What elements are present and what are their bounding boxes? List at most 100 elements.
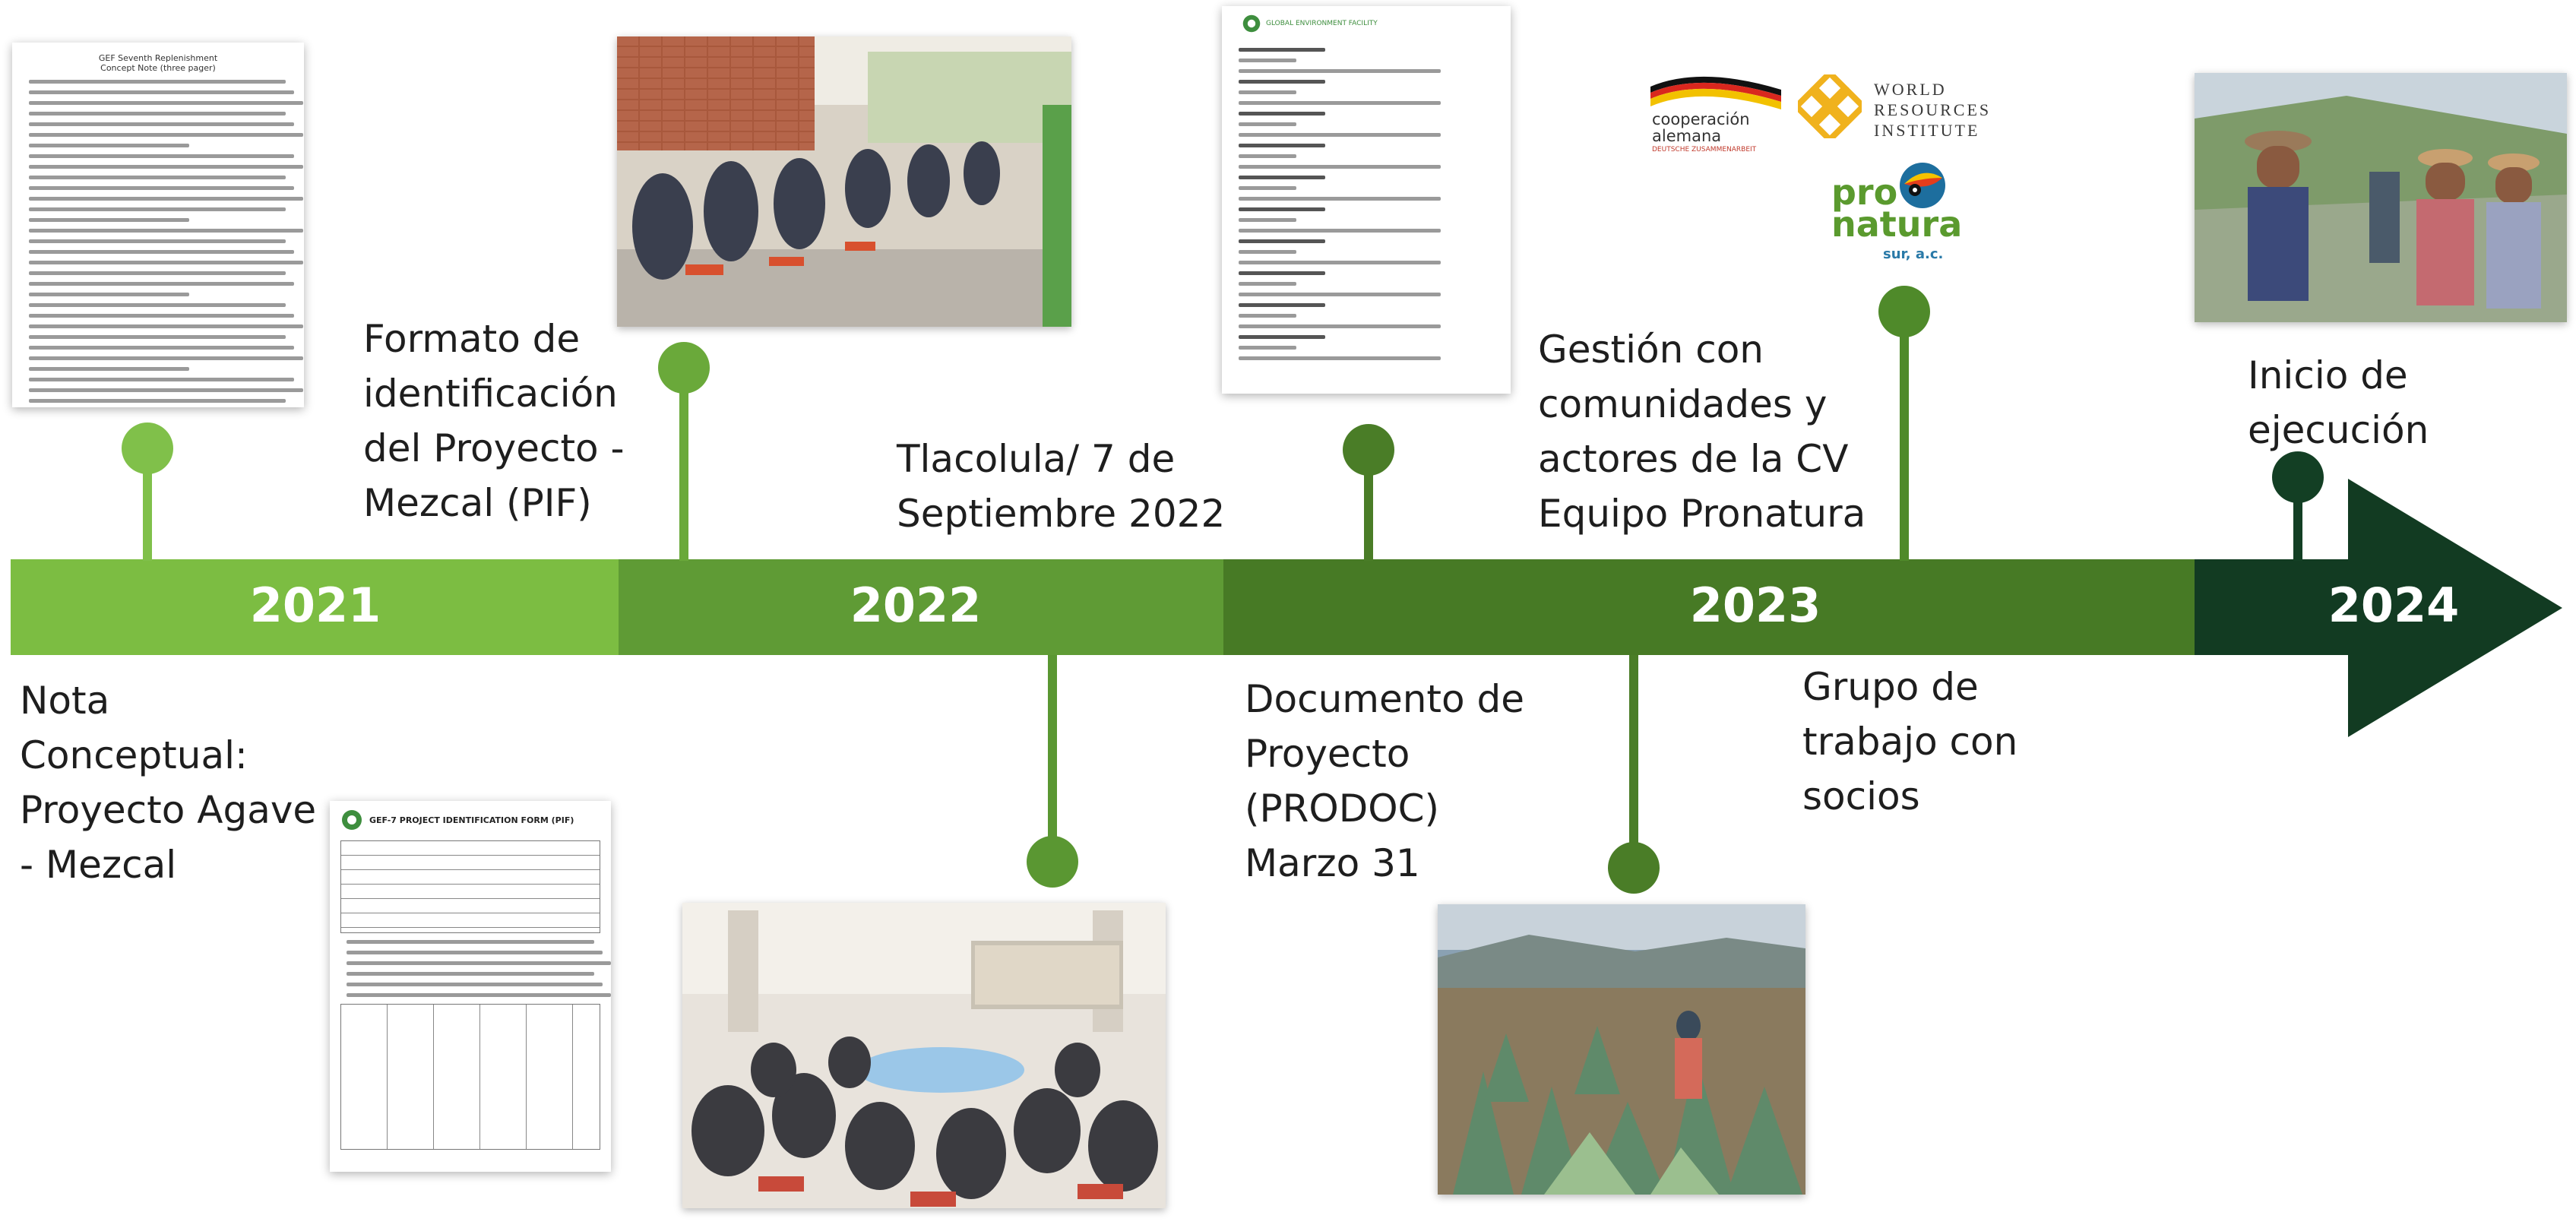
milestone-prodoc-line: (PRODOC)	[1245, 786, 1440, 831]
document-text-line	[347, 940, 594, 944]
document-text-line	[1239, 303, 1325, 307]
document-text-line	[29, 356, 303, 360]
german-flag-ribbon-icon	[1650, 76, 1781, 109]
concept-note-title: GEF Seventh Replenishment	[98, 53, 218, 63]
concept-note-thumbnail: GEF Seventh Replenishment Concept Note (…	[12, 43, 304, 407]
milestone-gestion-line: Gestión con	[1538, 328, 1764, 372]
gef-logo-icon	[1242, 14, 1261, 33]
document-text-line	[29, 324, 303, 328]
document-text-line	[347, 983, 603, 986]
document-text-line	[1239, 229, 1441, 233]
document-text-line	[347, 961, 611, 965]
document-text-line	[29, 197, 303, 201]
document-text-line	[29, 186, 295, 190]
document-text-line	[1239, 186, 1296, 190]
document-text-line	[1239, 133, 1441, 137]
document-text-line	[29, 261, 303, 264]
document-text-line	[1239, 176, 1325, 179]
pif-form-text-lines	[330, 940, 611, 997]
pif-form-table	[340, 840, 600, 933]
document-text-line	[1239, 346, 1296, 350]
document-text-line	[29, 154, 295, 158]
document-text-line	[1239, 48, 1325, 52]
prodoc-text-lines	[1222, 48, 1511, 360]
year-label-2022: 2022	[850, 578, 982, 633]
milestone-stem-tlacolula	[1048, 655, 1057, 862]
milestone-stem-grupo	[1900, 312, 1909, 561]
milestone-label-inicio: Inicio de ejecución	[2248, 348, 2429, 457]
pif-form-title: GEF-7 PROJECT IDENTIFICATION FORM (PIF)	[369, 815, 574, 825]
document-text-line	[29, 367, 190, 371]
document-text-line	[29, 335, 286, 339]
document-text-line	[347, 993, 611, 997]
document-text-line	[29, 229, 303, 233]
milestone-dot-inicio	[2272, 451, 2324, 503]
milestone-stem-prodoc	[1364, 453, 1373, 561]
milestone-tlacolula-line: Septiembre 2022	[897, 492, 1226, 536]
wri-logo: WORLD RESOURCES INSTITUTE	[1792, 68, 1995, 144]
cooperacion-alemana-logo: cooperación alemana DEUTSCHE ZUSAMMENARB…	[1647, 70, 1784, 154]
milestone-dot-nota	[122, 423, 173, 474]
document-text-line	[29, 122, 295, 126]
milestone-gestion-line: comunidades y	[1538, 382, 1828, 426]
milestone-grupo-line: trabajo con	[1802, 720, 2018, 764]
document-text-line	[29, 293, 190, 296]
milestone-nota-line: Nota	[20, 679, 110, 723]
document-text-line	[1239, 90, 1296, 94]
document-text-line	[347, 972, 594, 976]
wri-lattice-icon	[1792, 68, 1868, 144]
timeline-segment-2024	[2195, 559, 2353, 655]
document-text-line	[29, 282, 295, 286]
milestone-stem-gestion	[1629, 655, 1638, 871]
document-text-line	[1239, 314, 1296, 318]
year-label-2023: 2023	[1689, 578, 1821, 633]
milestone-nota-line: Proyecto Agave	[20, 788, 317, 832]
document-text-line	[1239, 335, 1325, 339]
milestone-inicio-line: Inicio de	[2248, 353, 2408, 397]
concept-note-text-lines	[12, 80, 304, 407]
community-photo	[2195, 73, 2567, 322]
document-text-line	[1239, 112, 1325, 116]
milestone-dot-tlacolula	[1027, 836, 1078, 888]
milestone-stem-pif	[679, 366, 688, 561]
agave-field-photo	[1438, 904, 1805, 1195]
document-text-line	[29, 271, 286, 275]
timeline-segment-2022	[619, 559, 1223, 655]
arrow-head-icon	[2348, 479, 2562, 737]
document-text-line	[29, 165, 303, 169]
pif-form-thumbnail: GEF-7 PROJECT IDENTIFICATION FORM (PIF)	[330, 801, 611, 1172]
prodoc-thumbnail: GLOBAL ENVIRONMENT FACILITY	[1222, 6, 1511, 394]
document-text-line	[1239, 59, 1296, 62]
document-text-line	[29, 346, 295, 350]
document-text-line	[1239, 197, 1441, 201]
document-text-line	[1239, 261, 1441, 264]
document-text-line	[1239, 154, 1296, 158]
document-text-line	[1239, 101, 1441, 105]
milestone-gestion-line: actores de la CV	[1538, 437, 1849, 481]
document-text-line	[1239, 165, 1441, 169]
milestone-inicio-line: ejecución	[2248, 408, 2429, 452]
milestone-nota-line: Conceptual:	[20, 733, 248, 777]
document-text-line	[29, 388, 303, 392]
document-text-line	[1239, 218, 1296, 222]
document-text-line	[29, 80, 286, 84]
toucan-icon	[1900, 163, 1945, 208]
milestone-pif-line: del Proyecto -	[363, 426, 625, 470]
document-text-line	[1239, 207, 1325, 211]
document-text-line	[29, 112, 286, 116]
document-text-line	[1239, 80, 1325, 84]
cooperacion-alemana-subtext: DEUTSCHE ZUSAMMENARBEIT	[1652, 146, 1757, 154]
prodoc-header: GLOBAL ENVIRONMENT FACILITY	[1266, 20, 1378, 27]
milestone-pif-line: Formato de	[363, 317, 581, 361]
year-label-2024: 2024	[2328, 578, 2460, 633]
milestone-label-gestion: Gestión con comunidades y actores de la CV…	[1538, 322, 1866, 541]
milestone-prodoc-line: Proyecto	[1245, 732, 1410, 776]
milestone-dot-pif	[658, 342, 710, 394]
document-text-line	[1239, 293, 1441, 296]
document-text-line	[1239, 239, 1325, 243]
milestone-nota-line: - Mezcal	[20, 843, 177, 887]
document-text-line	[347, 951, 603, 954]
pronatura-text-sur: sur, a.c.	[1883, 246, 1944, 262]
